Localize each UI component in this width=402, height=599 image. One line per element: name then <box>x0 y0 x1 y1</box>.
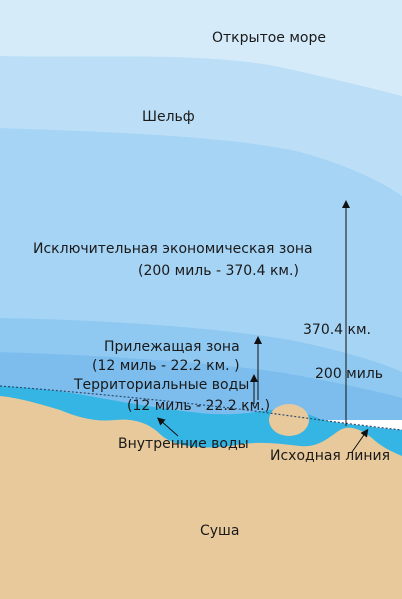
contiguous-range-label: (12 миль - 22.2 км. ) <box>92 358 240 374</box>
contiguous-label: Прилежащая зона <box>104 339 240 355</box>
territorial-label: Территориальные воды <box>73 377 249 393</box>
internal-waters-label: Внутренние воды <box>118 436 249 452</box>
island <box>269 404 309 436</box>
territorial-range-label: (12 миль - 22.2 км.) <box>127 398 270 414</box>
eez-label: Исключительная экономическая зона <box>33 241 313 257</box>
land <box>0 396 402 599</box>
eez-range-label: (200 миль - 370.4 км.) <box>138 263 299 279</box>
baseline-line <box>0 385 402 431</box>
distance-miles-label: 200 миль <box>315 366 383 382</box>
distance-km-label: 370.4 км. <box>303 322 371 338</box>
internal-waters-pointer <box>157 417 179 437</box>
baseline-label: Исходная линия <box>270 448 390 464</box>
baseline-pointer <box>351 428 369 453</box>
high-seas-label: Открытое море <box>212 30 326 46</box>
shelf-label: Шельф <box>142 109 195 125</box>
land-label: Суша <box>200 523 239 539</box>
